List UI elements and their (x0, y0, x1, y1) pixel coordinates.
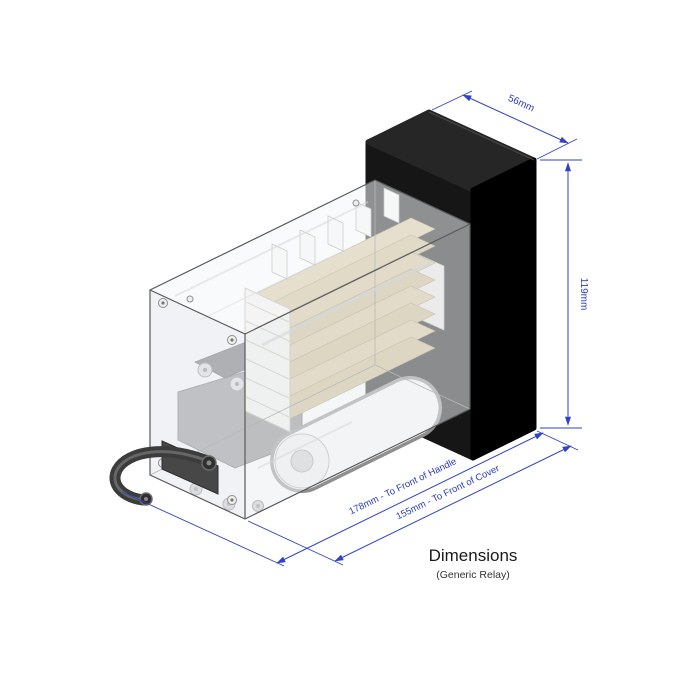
cover-top-right-edge (244, 223, 471, 335)
cover-top-face (150, 180, 470, 334)
dimension-line (334, 445, 572, 562)
dimension-label-height: 119mm (578, 278, 589, 311)
cover-hidden-edge (374, 364, 471, 410)
dimension-label-width: 56mm (506, 93, 536, 115)
housing-right-face (470, 157, 537, 461)
extension-line (536, 430, 579, 451)
cover-reflections (174, 201, 431, 469)
dimension-line (462, 94, 569, 144)
dimension-label-depth-cover: 155mm - To Front of Cover (394, 463, 501, 522)
extension-line (121, 491, 285, 567)
handle-pivot-center (206, 460, 212, 466)
title-block: Dimensions (Generic Relay) (429, 546, 518, 581)
handle-pivot-center (144, 497, 148, 501)
extension-line (247, 520, 344, 566)
handle-assembly (109, 440, 219, 506)
dimension-height-119mm: 119mm (540, 159, 589, 429)
drawing-subtitle: (Generic Relay) (436, 569, 510, 581)
extension-line (536, 138, 578, 160)
extension-line (431, 90, 473, 111)
drawing-title: Dimensions (429, 546, 518, 565)
